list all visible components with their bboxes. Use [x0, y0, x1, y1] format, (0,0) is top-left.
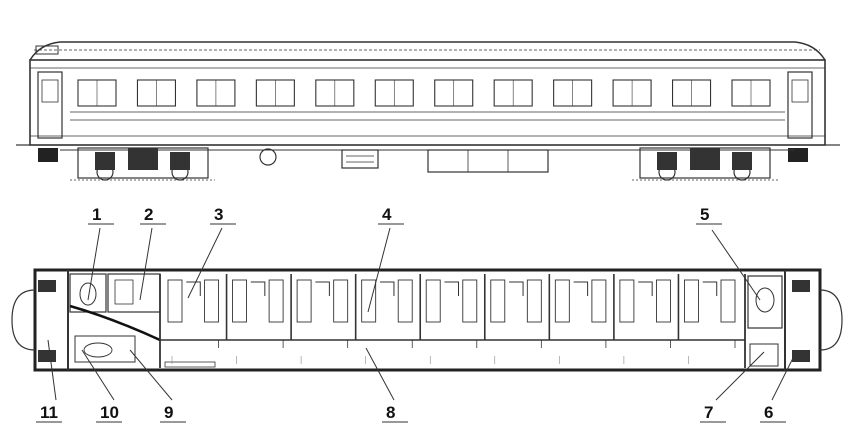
- callout-leader: [711, 229, 761, 301]
- callout-leader: [771, 351, 797, 401]
- callout-leader: [365, 347, 395, 401]
- callout-number: 8: [386, 403, 395, 422]
- callout-number: 11: [40, 403, 58, 422]
- callout-number: 9: [164, 403, 173, 422]
- callout-leader: [81, 349, 115, 401]
- compartment: [613, 274, 671, 364]
- generator: [259, 148, 277, 166]
- right-end-door: [787, 71, 813, 139]
- callout-7: 7: [700, 351, 765, 423]
- left-buffer: [38, 148, 58, 162]
- compartment: [548, 274, 607, 364]
- battery-box: [341, 149, 379, 169]
- callout-number: 4: [382, 205, 392, 224]
- callout-4: 4: [367, 205, 404, 313]
- callout-9: 9: [129, 349, 186, 423]
- callout-leader: [87, 227, 101, 301]
- callout-6: 6: [760, 351, 797, 423]
- roof-vent: [35, 45, 59, 55]
- car-body: [29, 59, 826, 146]
- callout-number: 2: [144, 205, 153, 224]
- callout-labels: 1 2 3 4 5 6 7 8 9 10 11: [36, 205, 797, 423]
- right-toilet: [747, 275, 783, 329]
- callout-number: 6: [764, 403, 773, 422]
- callout-leader: [367, 227, 391, 313]
- right-diaphragm: [819, 289, 843, 351]
- boiler-area: [74, 335, 136, 363]
- left-end-door: [37, 71, 63, 139]
- callout-number: 5: [700, 205, 709, 224]
- compartment: [225, 274, 284, 364]
- callout-5: 5: [696, 205, 761, 301]
- compartment: [290, 274, 349, 364]
- callout-leader: [47, 339, 57, 401]
- callout-11: 11: [36, 339, 62, 423]
- callout-leader: [129, 349, 173, 401]
- compartment: [677, 274, 736, 364]
- compartment: [419, 274, 478, 364]
- callout-number: 10: [100, 403, 119, 422]
- callout-2: 2: [139, 205, 166, 301]
- callout-leader: [715, 351, 765, 401]
- callout-8: 8: [365, 347, 408, 423]
- compartment: [167, 279, 220, 364]
- callout-leader: [139, 227, 153, 301]
- right-bogie: [632, 147, 778, 181]
- callout-number: 3: [214, 205, 223, 224]
- partition-diagonal: [69, 304, 161, 342]
- left-bogie: [70, 147, 215, 181]
- side-windows: [77, 79, 771, 107]
- callout-10: 10: [81, 349, 122, 423]
- right-buffer: [788, 148, 808, 162]
- callout-leader: [187, 227, 223, 299]
- car-plan-view: [11, 268, 843, 372]
- callout-number: 7: [704, 403, 713, 422]
- car-roof: [29, 41, 826, 61]
- compartment: [483, 274, 542, 364]
- callout-number: 1: [92, 205, 101, 224]
- car-side-view: [16, 41, 840, 181]
- right-vestibule-cabinet: [749, 343, 779, 367]
- callout-3: 3: [187, 205, 236, 299]
- callout-1: 1: [87, 205, 114, 301]
- equipment-box: [427, 149, 549, 173]
- passenger-compartments: [167, 274, 736, 364]
- car-outline: [33, 268, 822, 372]
- compartment: [354, 274, 413, 364]
- left-diaphragm: [11, 289, 36, 351]
